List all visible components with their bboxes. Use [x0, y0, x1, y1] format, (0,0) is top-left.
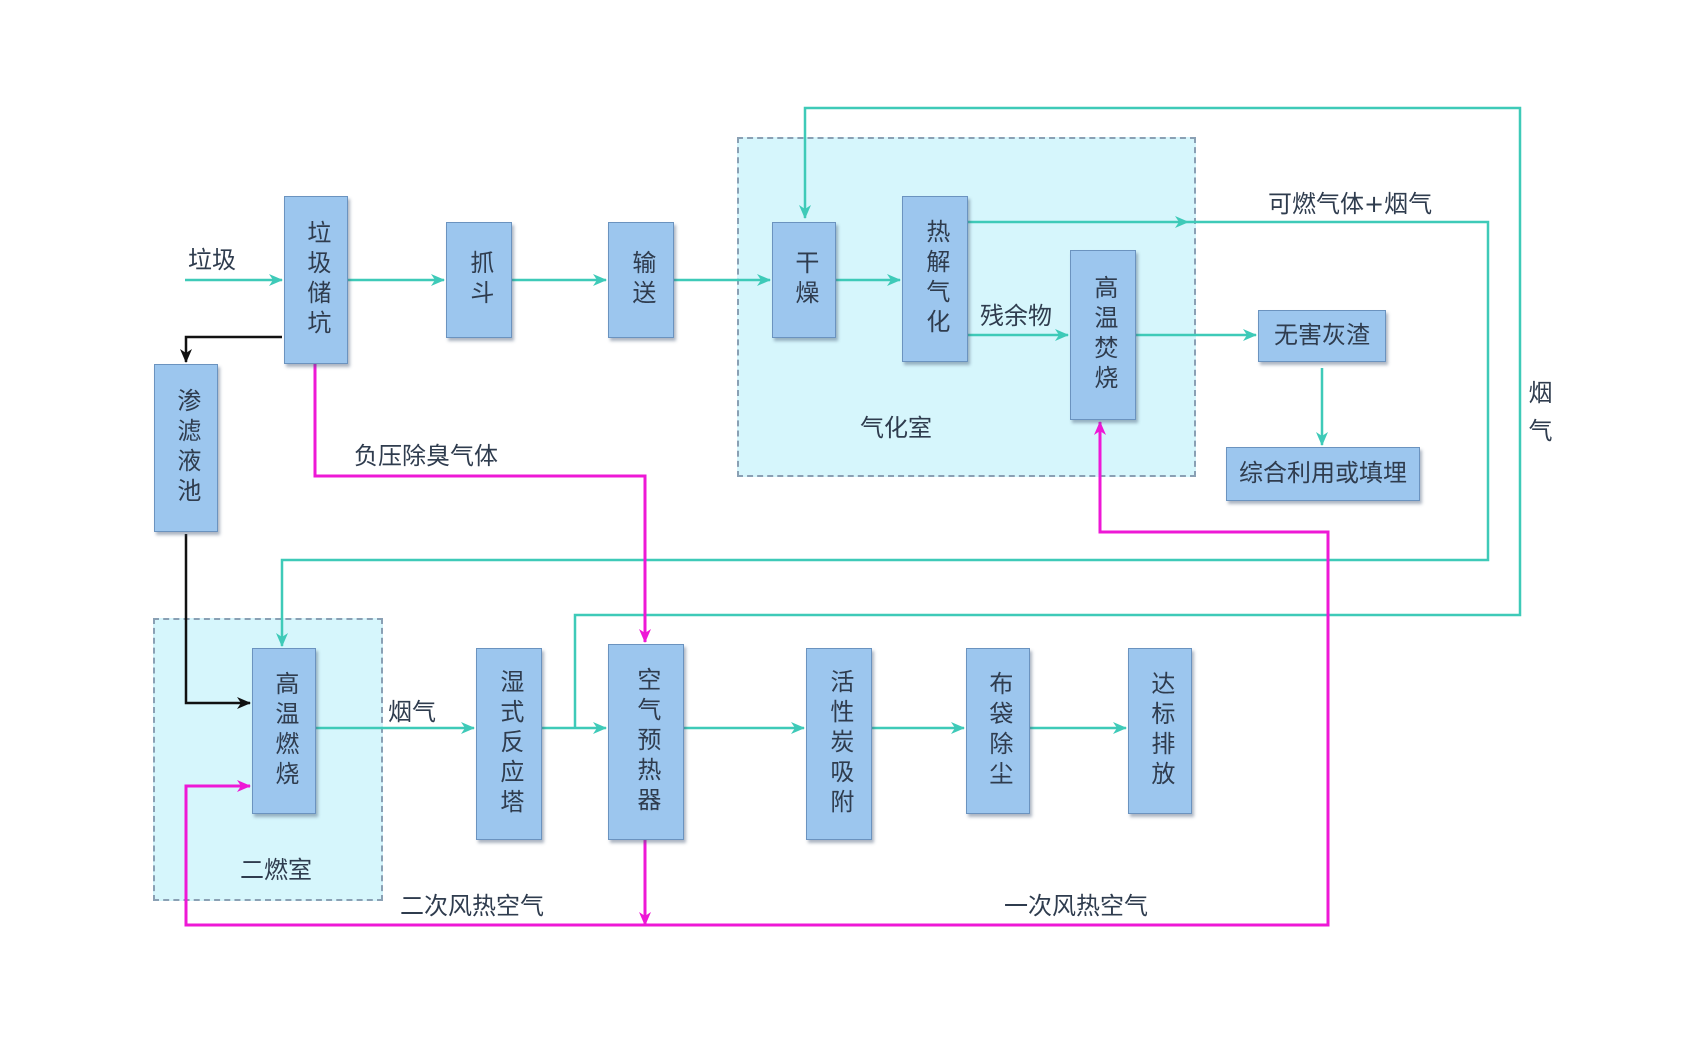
secondary-high-temp-combustion-box: 高温燃烧 [252, 648, 316, 814]
flow-flue-gas-loop [573, 106, 1522, 728]
flow-combustible-gas-loop [276, 220, 1490, 647]
node-label: 无害灰渣 [1274, 321, 1370, 350]
leachate-to-burn2-line [184, 534, 251, 709]
node-label: 抓斗 [465, 250, 494, 310]
node-label: 高温燃烧 [270, 671, 299, 791]
bag-dust-removal-box: 布袋除尘 [966, 648, 1030, 814]
air-lines [184, 360, 1330, 927]
main-flow-lines [185, 106, 1522, 734]
utilization-or-landfill-box: 综合利用或填埋 [1226, 447, 1420, 501]
grab-bucket-box: 抓斗 [446, 222, 512, 338]
flue-gas-vertical-label: 烟气 [1524, 380, 1552, 456]
secondary-air-line [184, 780, 645, 927]
node-label: 垃圾储坑 [302, 220, 331, 340]
node-label: 热解气化 [921, 219, 950, 339]
secondary-air-label: 二次风热空气 [400, 892, 544, 920]
conveying-box: 输送 [608, 222, 674, 338]
garbage-input-label: 垃圾 [188, 246, 236, 274]
wet-reaction-tower-box: 湿式反应塔 [476, 648, 542, 840]
negative-pressure-gas-line [313, 360, 651, 643]
flue-gas-bottom-label: 烟气 [388, 698, 436, 726]
node-label: 布袋除尘 [984, 671, 1013, 791]
storage-to-leachate-line [180, 335, 282, 363]
leachate-lines [180, 335, 282, 709]
node-label: 湿式反应塔 [495, 669, 524, 819]
leachate-pool-box: 渗滤液池 [154, 364, 218, 532]
activated-carbon-adsorption-box: 活性炭吸附 [806, 648, 872, 840]
node-label: 空气预热器 [632, 667, 661, 817]
secondary-combustion-chamber-label: 二燃室 [240, 856, 312, 884]
node-label: 高温焚烧 [1089, 275, 1118, 395]
high-temp-incineration-box: 高温焚烧 [1070, 250, 1136, 420]
node-label: 活性炭吸附 [825, 669, 854, 819]
node-label: 达标排放 [1146, 671, 1175, 791]
air-preheater-box: 空气预热器 [608, 644, 684, 840]
primary-air-label: 一次风热空气 [1004, 892, 1148, 920]
garbage-storage-pit-box: 垃圾储坑 [284, 196, 348, 364]
negative-pressure-gas-label: 负压除臭气体 [354, 442, 498, 470]
drying-box: 干燥 [772, 222, 836, 338]
harmless-ash-box: 无害灰渣 [1258, 310, 1386, 362]
primary-air-line [645, 421, 1330, 927]
gasification-chamber-label: 气化室 [860, 414, 932, 442]
node-label: 输送 [627, 250, 656, 310]
residue-label: 残余物 [980, 302, 1052, 330]
pyrolysis-gasification-box: 热解气化 [902, 196, 968, 362]
compliant-discharge-box: 达标排放 [1128, 648, 1192, 814]
node-label: 渗滤液池 [172, 388, 201, 508]
node-label: 综合利用或填埋 [1239, 459, 1407, 488]
combustible-gas-label: 可燃气体+烟气 [1268, 190, 1433, 218]
node-label: 干燥 [790, 250, 819, 310]
